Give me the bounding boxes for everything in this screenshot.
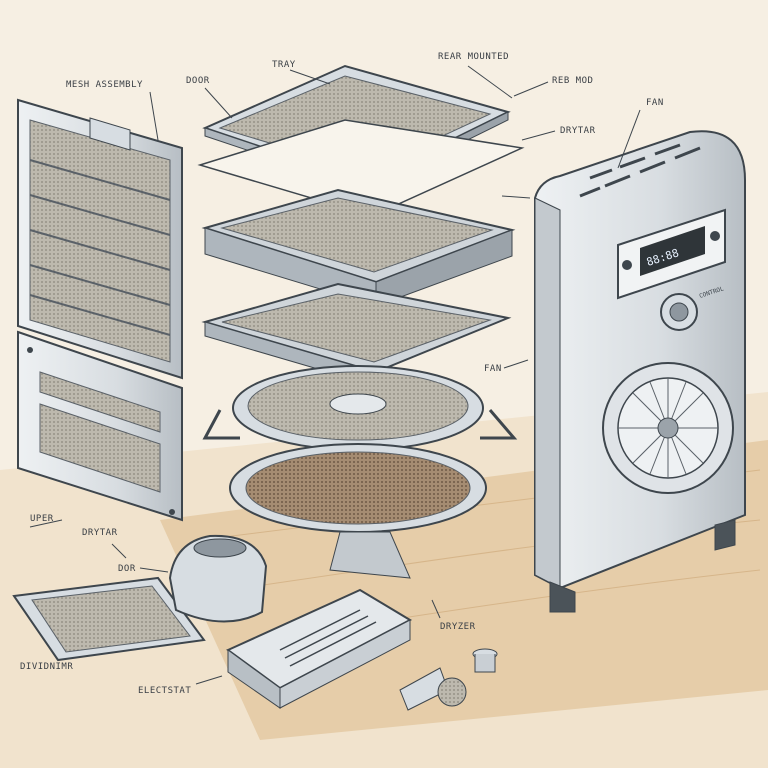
dehydrator-unit: 88:88 CONTROL [534, 130, 746, 613]
electrostatic-module [226, 588, 413, 709]
label-rear-mod: REB MOD [552, 76, 594, 86]
small-bracket [399, 667, 467, 711]
round-filter [229, 443, 487, 579]
small-knob [472, 648, 498, 673]
mesh-assembly-panel [17, 98, 183, 380]
label-diverter: DRYZER [440, 622, 476, 632]
label-door: DOOR [186, 76, 210, 86]
label-dryer-mid: DRYTAR [82, 528, 118, 538]
middle-tray [201, 188, 516, 307]
door-panel [17, 330, 183, 522]
label-rear-mounted: REAR MOUNTED [438, 52, 510, 62]
label-mesh-assembly: MESH ASSEMBLY [66, 80, 143, 90]
label-fan-top: FAN [646, 98, 664, 108]
leader-lines [29, 65, 641, 685]
fan-housing [602, 362, 734, 494]
gear-cap [168, 534, 268, 623]
dial-knob [660, 293, 698, 331]
label-upper: UPER [30, 514, 54, 524]
label-tray: TRAY [272, 60, 296, 70]
label-dividinator: DIVIDNIMR [20, 662, 74, 672]
label-electrostat: ELECTSTAT [138, 686, 192, 696]
display-screen [640, 226, 705, 276]
label-dryer-outlet: DRYTAR [560, 126, 596, 136]
label-door-small: DOR [118, 564, 136, 574]
rectangular-mesh-filter [12, 576, 206, 662]
vent-slots [579, 143, 701, 198]
control-panel [617, 208, 726, 300]
label-fan-mid: FAN [484, 364, 502, 374]
round-grille [202, 365, 518, 451]
